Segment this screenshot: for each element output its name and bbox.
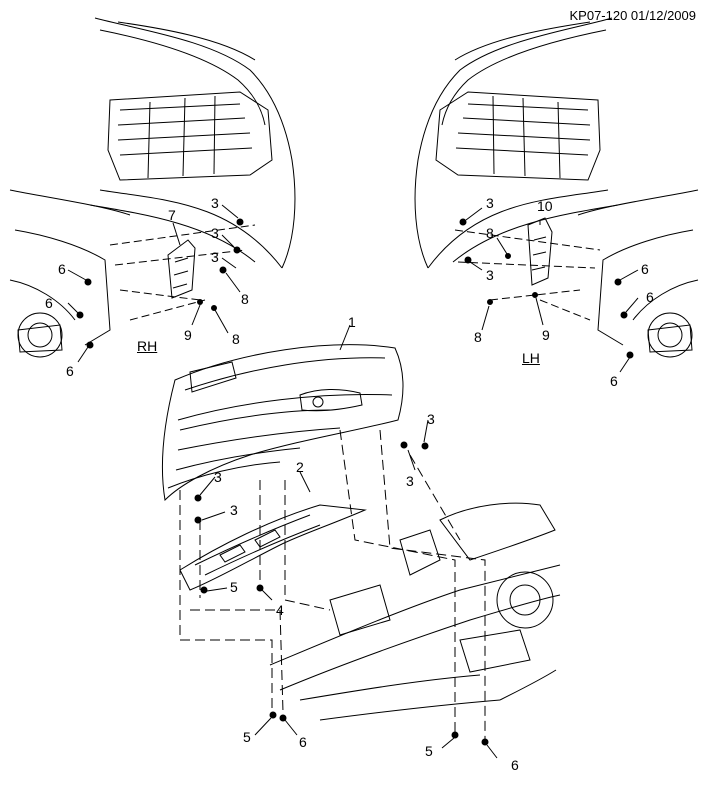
callout-6: 6: [610, 373, 618, 389]
callout-6: 6: [45, 295, 53, 311]
document-id: KP07-120 01/12/2009: [569, 8, 697, 23]
callout-8: 8: [486, 225, 494, 241]
callout-10: 10: [537, 198, 553, 214]
lower-fasteners: [194, 324, 498, 759]
callout-6: 6: [646, 289, 654, 305]
callout-9: 9: [542, 327, 550, 343]
callout-3: 3: [214, 469, 222, 485]
callout-6: 6: [641, 261, 649, 277]
callout-3: 3: [406, 473, 414, 489]
callout-3: 3: [211, 195, 219, 211]
callout-3: 3: [230, 502, 238, 518]
callout-6: 6: [299, 734, 307, 750]
callout-6: 6: [511, 757, 519, 773]
splash-shield: [179, 504, 367, 591]
callout-8: 8: [241, 291, 249, 307]
callout-3: 3: [211, 225, 219, 241]
callout-6: 6: [66, 363, 74, 379]
callout-9: 9: [184, 327, 192, 343]
callout-8: 8: [474, 329, 482, 345]
callout-1: 1: [348, 314, 356, 330]
callout-3: 3: [486, 267, 494, 283]
front-structure: [269, 502, 561, 721]
rh-label: RH: [137, 338, 158, 354]
callout-3: 3: [427, 411, 435, 427]
lh-label: LH: [522, 350, 540, 366]
callout-5: 5: [243, 729, 251, 745]
alignment-lines: [179, 429, 486, 740]
callout-3: 3: [486, 195, 494, 211]
rh-fascia-corner-view: [9, 17, 296, 363]
front-bumper-fascia: [161, 344, 404, 502]
callout-6: 6: [58, 261, 66, 277]
callout-5: 5: [230, 579, 238, 595]
callout-3: 3: [211, 249, 219, 265]
callout-5: 5: [425, 743, 433, 759]
callout-2: 2: [296, 459, 304, 475]
callout-7: 7: [168, 207, 176, 223]
callout-8: 8: [232, 331, 240, 347]
callout-4: 4: [276, 602, 284, 618]
lh-fascia-corner-view: [414, 17, 699, 373]
